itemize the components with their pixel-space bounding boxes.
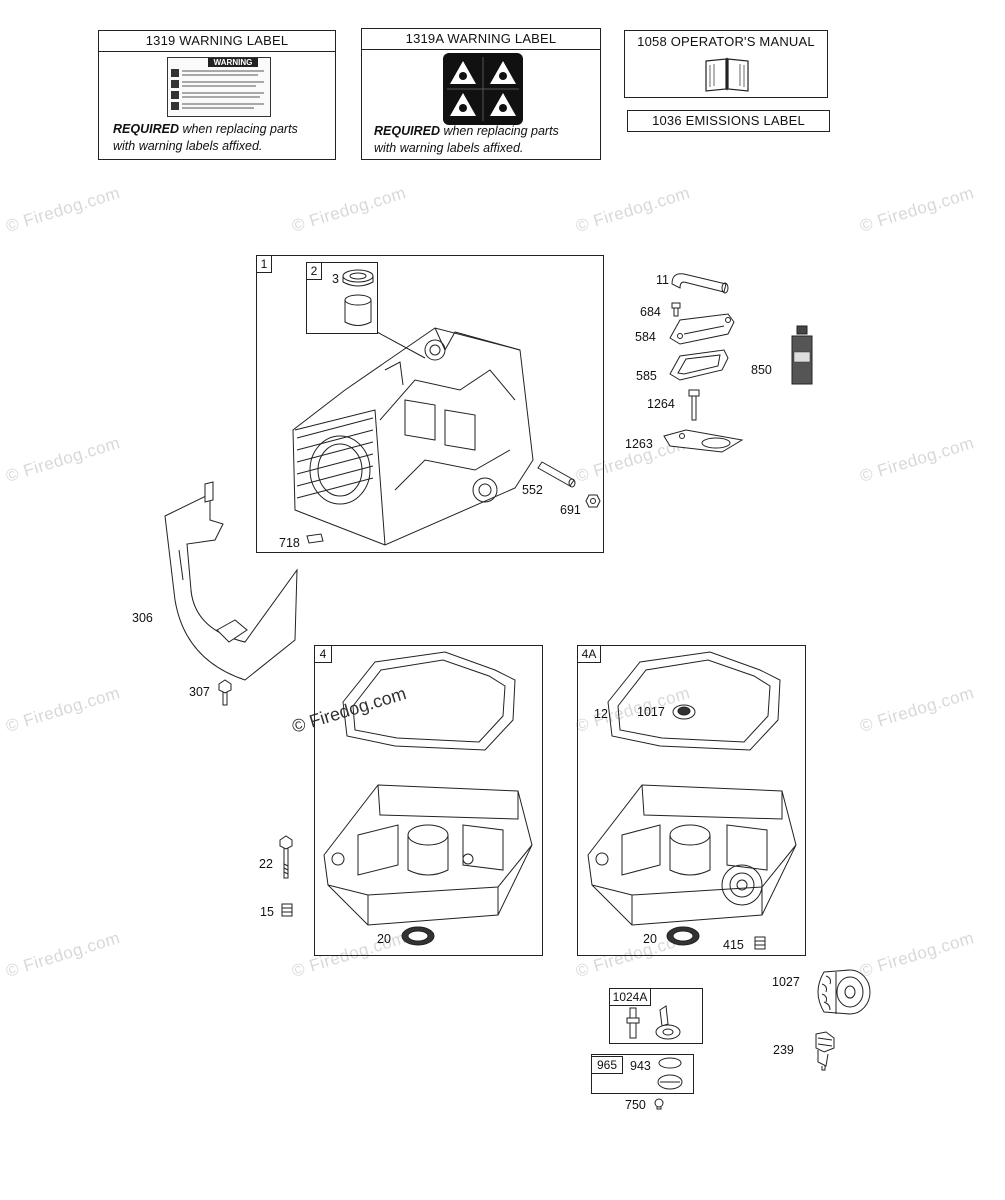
watermark: © Firedog.com	[857, 683, 977, 736]
watermark: © Firedog.com	[857, 183, 977, 236]
callout-20-sump-alt: 20	[643, 932, 657, 946]
piston-sleeve-subgroup-tag: 2	[306, 262, 322, 280]
callout-1263: 1263	[625, 437, 653, 451]
kit-965-tag: 965	[591, 1056, 623, 1074]
sump-alt-housing-drawing	[587, 784, 797, 926]
warning-label-1319-box: 1319 WARNING LABEL WARNING REQUIRED when…	[98, 30, 336, 160]
sealant-tube-drawing	[791, 325, 813, 385]
cylinder-group-frame	[256, 255, 604, 553]
governor-parts-drawing	[626, 1005, 681, 1040]
oil-filter-drawing	[817, 969, 871, 1015]
callout-691: 691	[560, 503, 581, 517]
watermark: © Firedog.com	[3, 928, 123, 981]
required-note-1319: REQUIRED when replacing parts with warni…	[113, 122, 298, 153]
sump-housing-drawing	[323, 784, 533, 926]
sump-alt-gasket-drawing	[607, 651, 781, 751]
warning-label-1319-title: 1319 WARNING LABEL	[99, 31, 335, 52]
reed-valve-1263-drawing	[663, 429, 744, 453]
sump-alt-group-tag: 4A	[577, 645, 601, 663]
callout-239: 239	[773, 1043, 794, 1057]
oil-pressure-switch-drawing	[815, 1031, 835, 1071]
piston-sleeve-subgroup-frame	[306, 262, 378, 334]
seal-20-sump-alt-drawing	[666, 926, 700, 946]
warning-sticker-image: WARNING	[167, 57, 271, 117]
watermark: © Firedog.com	[857, 928, 977, 981]
required-note-1319a: REQUIRED when replacing parts with warni…	[374, 124, 559, 155]
callout-552: 552	[522, 483, 543, 497]
kit-965-frame	[591, 1054, 694, 1094]
callout-1027: 1027	[772, 975, 800, 989]
sleeve-ring-drawing	[342, 269, 374, 326]
bolt-1264-drawing	[688, 389, 700, 421]
dowel-pin-552-drawing	[537, 461, 576, 488]
breather-tube-drawing	[671, 273, 729, 294]
breather-gasket-drawing	[669, 349, 729, 381]
sump-gasket-drawing	[342, 651, 516, 751]
screw-750-drawing	[654, 1098, 664, 1110]
warning-pictogram-sticker	[443, 53, 523, 125]
watermark: © Firedog.com	[3, 433, 123, 486]
watermark: © Firedog.com	[3, 683, 123, 736]
warning-label-1319a-title: 1319A WARNING LABEL	[362, 29, 600, 50]
callout-684: 684	[640, 305, 661, 319]
callout-12: 12	[594, 707, 608, 721]
callout-584: 584	[635, 330, 656, 344]
callout-1264: 1264	[647, 397, 675, 411]
watermark: © Firedog.com	[857, 433, 977, 486]
warning-sticker-heading: WARNING	[208, 58, 258, 67]
callout-1017: 1017	[637, 705, 665, 719]
warning-label-1319a-box: 1319A WARNING LABEL REQUIRED when replac…	[361, 28, 601, 160]
bolt-307-drawing	[218, 679, 232, 706]
warning-sticker-lines	[171, 69, 264, 110]
emissions-label-title: 1036 EMISSIONS LABEL	[652, 113, 805, 128]
callout-15: 15	[260, 905, 274, 919]
washer-943-drawing	[657, 1057, 683, 1090]
bolt-22-drawing	[279, 835, 293, 879]
watermark: © Firedog.com	[573, 183, 693, 236]
watermark: © Firedog.com	[3, 183, 123, 236]
operators-manual-box: 1058 OPERATOR'S MANUAL	[624, 30, 828, 98]
callout-306: 306	[132, 611, 153, 625]
kit-1024a-frame	[609, 988, 703, 1044]
seal-20-sump-drawing	[401, 926, 435, 946]
callout-3: 3	[332, 272, 339, 286]
callout-850: 850	[751, 363, 772, 377]
sump-group-tag: 4	[314, 645, 332, 663]
callout-943: 943	[630, 1059, 651, 1073]
callout-585: 585	[636, 369, 657, 383]
kit-1024a-tag: 1024A	[609, 988, 651, 1006]
plug-1017-drawing	[672, 704, 696, 720]
cylinder-block-drawing	[292, 327, 534, 546]
sump-group-frame	[314, 645, 543, 956]
screw-684-drawing	[671, 302, 681, 317]
callout-415: 415	[723, 938, 744, 952]
plug-415-drawing	[754, 936, 766, 950]
emissions-label-box: 1036 EMISSIONS LABEL	[627, 110, 830, 132]
breather-cover-drawing	[669, 313, 735, 345]
pin-718-drawing	[306, 533, 324, 544]
callout-750: 750	[625, 1098, 646, 1112]
watermark: © Firedog.com	[289, 183, 409, 236]
operators-manual-title: 1058 OPERATOR'S MANUAL	[637, 34, 815, 49]
callout-11: 11	[656, 273, 669, 287]
callout-307: 307	[189, 685, 210, 699]
callout-718: 718	[279, 536, 300, 550]
book-icon	[705, 57, 749, 92]
cylinder-group-tag: 1	[256, 255, 272, 273]
callout-20-sump: 20	[377, 932, 391, 946]
callout-22: 22	[259, 857, 273, 871]
nut-691-drawing	[585, 494, 601, 508]
crankcase-shield-drawing	[164, 481, 298, 681]
sump-alt-group-frame	[577, 645, 806, 956]
plug-15-drawing	[281, 903, 293, 917]
